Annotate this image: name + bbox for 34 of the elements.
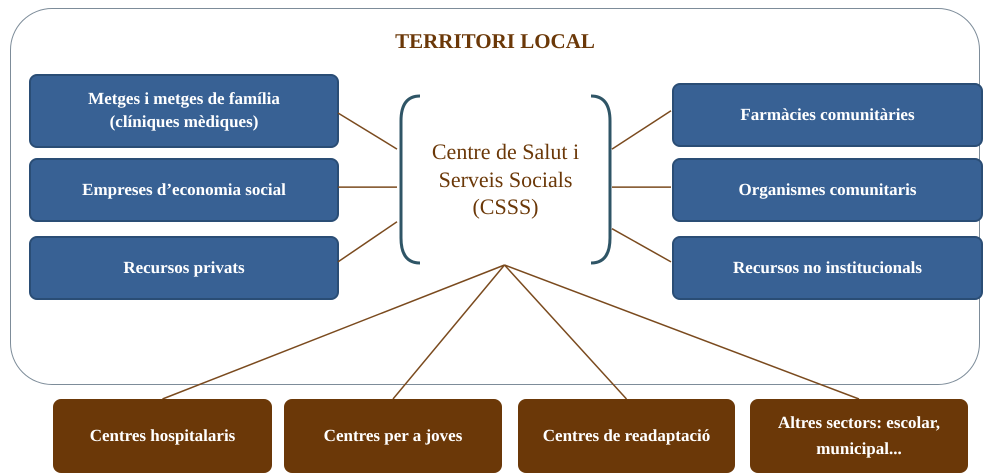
panel-heading: TERRITORI LOCAL [395, 29, 595, 54]
resource-box [672, 236, 983, 300]
connector-line [162, 264, 505, 400]
sector-box [750, 399, 968, 473]
resource-box [29, 74, 339, 148]
connector-line [338, 112, 398, 150]
connector-line [612, 228, 672, 263]
node-label: Farmàcies comunitàries [739, 104, 916, 126]
connector-line [504, 264, 628, 400]
connector-line [504, 264, 860, 400]
connector-line [392, 264, 506, 400]
node-label: Centres hospitalaris [88, 424, 236, 447]
node-label: Centre de Salut i Serveis Socials (CSSS) [430, 138, 580, 221]
sector-box [53, 399, 272, 473]
resource-box [672, 158, 983, 222]
connector-line [612, 186, 671, 188]
resource-box [672, 83, 983, 147]
connector-line [612, 110, 672, 150]
node-label: Centres de readaptació [542, 424, 712, 447]
node-label: Recursos privats [122, 256, 246, 279]
node-label: Altres sectors: escolar, municipal... [777, 412, 941, 460]
node-label: Centres per a joves [322, 424, 464, 447]
connector-line [338, 186, 397, 188]
node-label: Empreses d’economia social [81, 178, 287, 201]
node-label: Organismes comunitaris [737, 178, 918, 201]
sector-box [518, 399, 735, 473]
node-label: Metges i metges de família (clíniques mèdiques) [87, 88, 281, 133]
center-node [398, 93, 613, 266]
resource-box [29, 236, 339, 300]
node-label: Recursos no institucionals [732, 256, 923, 279]
connector-line [338, 221, 398, 262]
sector-box [284, 399, 502, 473]
resource-box [29, 158, 339, 222]
territory-panel [10, 8, 980, 385]
